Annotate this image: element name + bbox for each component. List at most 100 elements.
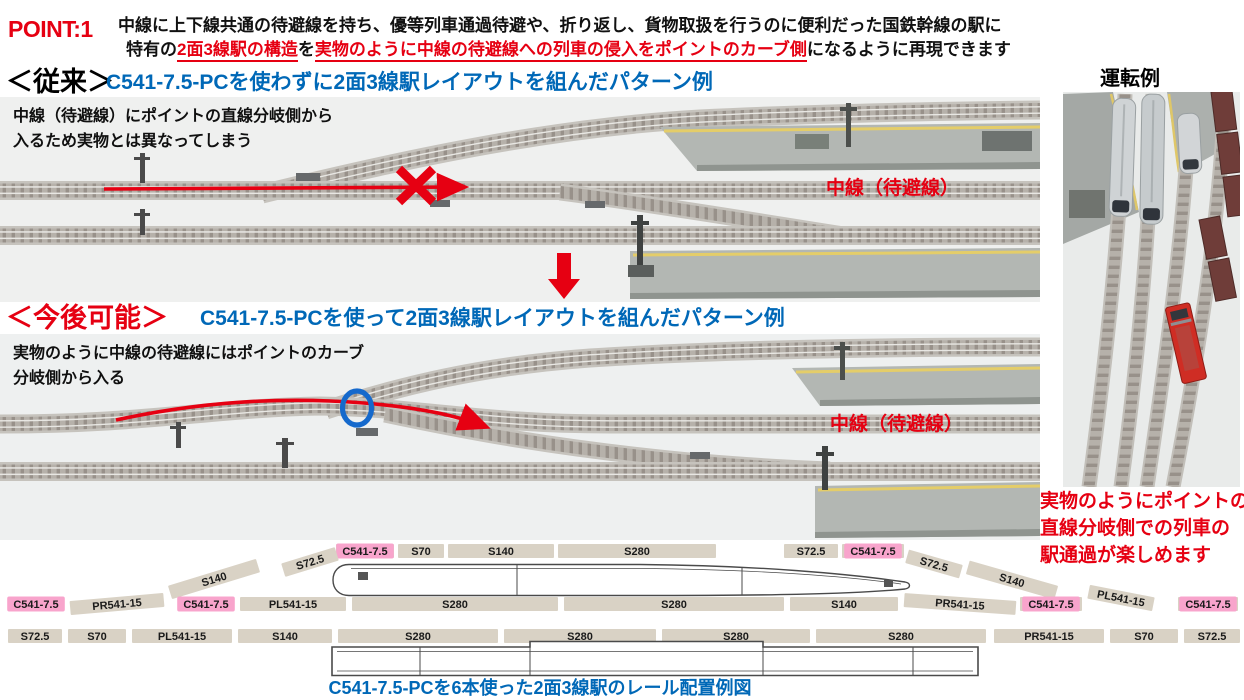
track-piece-c541-7.5: C541-7.5 (336, 543, 394, 559)
track-piece-pr541-15: PR541-15 (994, 629, 1104, 643)
photo-before-layout: 中線（待避線） (0, 97, 1040, 302)
track-piece-s280: S280 (816, 629, 986, 643)
side-panel-title: 運転例 (1100, 68, 1160, 90)
track-piece-label: S140 (831, 599, 857, 611)
track-piece-label: C541-7.5 (342, 546, 387, 558)
track-piece-c541-7.5: C541-7.5 (7, 596, 65, 612)
track-piece-label: S72.5 (797, 546, 826, 558)
track-piece-c541-7.5: C541-7.5 (177, 596, 235, 612)
diagram-caption: C541-7.5-PCを6本使った2面3線駅のレール配置例図 (328, 678, 752, 698)
track-piece-label: PR541-15 (92, 597, 142, 613)
header-line-2-post: になるように再現できます (806, 40, 1011, 59)
track-piece-label: C541-7.5 (850, 546, 895, 558)
track-piece-label: S140 (998, 572, 1026, 591)
section-before-heading: C541-7.5-PCを使わずに2面3線駅レイアウトを組んだパターン例 (106, 71, 713, 94)
highlight-box (7, 596, 65, 612)
catenary-mast (834, 342, 850, 380)
catenary-mast (170, 422, 294, 468)
platform-shelter (795, 134, 829, 149)
point-machine (356, 428, 378, 436)
section-before-tag: ＜従来＞ (6, 67, 114, 97)
track-piece-label: S280 (567, 631, 593, 643)
upper-platform (792, 342, 1040, 406)
track-piece-s140: S140 (966, 560, 1058, 600)
section-after-tag: ＜今後可能＞ (6, 303, 168, 333)
track-piece-c541-7.5: C541-7.5 (842, 543, 904, 559)
freight-cars (1210, 92, 1240, 218)
track-piece-s72.5: S72.5 (905, 549, 963, 579)
track-piece-s140: S140 (168, 559, 260, 599)
track-piece-label: S280 (723, 631, 749, 643)
catenary-mast (840, 103, 857, 147)
track-piece-s280: S280 (662, 629, 810, 643)
curved-route-arrow (115, 398, 491, 431)
track-piece-label: S72.5 (21, 631, 50, 643)
track-piece-pl541-15: PL541-15 (240, 597, 346, 611)
point-machine (690, 452, 710, 459)
side-caption: 実物のようにポイントの 直線分岐側での列車の 駅通過が楽しめます (1040, 488, 1244, 569)
catenary-mast (134, 153, 150, 235)
track-piece-label: C541-7.5 (1185, 599, 1230, 611)
header-line-2-pre: 特有の (126, 40, 177, 59)
track-piece-label: S70 (87, 631, 107, 643)
track-piece-s72.5: S72.5 (8, 629, 62, 643)
after-note-line-1: 実物のように中線の待避線にはポイントのカーブ (13, 345, 365, 362)
silver-train (1139, 93, 1166, 225)
track-piece-s280: S280 (338, 629, 498, 643)
before-note-line-2: 入るため実物とは異なってしまう (13, 133, 253, 150)
highlight-box (1179, 596, 1237, 612)
side-platform-outline (331, 640, 979, 677)
header-highlight-2: 実物のように中線の待避線への列車の侵入をポイントのカーブ側 (314, 40, 807, 62)
track-piece-label: C541-7.5 (183, 599, 228, 611)
lower-main-track (0, 226, 1040, 245)
freight-cars (1198, 215, 1238, 302)
track-piece-c541-7.5: C541-7.5 (1020, 596, 1082, 612)
track-piece-label: S140 (488, 546, 514, 558)
platform-building (982, 131, 1032, 151)
highlight-box (1022, 596, 1080, 612)
track-piece-label: S72.5 (295, 553, 326, 573)
track-piece-label: S72.5 (1198, 631, 1227, 643)
track-piece-label: S280 (442, 599, 468, 611)
track-piece-label: PR541-15 (935, 597, 985, 612)
track-piece-label: C541-7.5 (13, 599, 58, 611)
lower-platform (628, 215, 1040, 299)
track-piece-s140: S140 (238, 629, 332, 643)
operation-example-photo (1063, 92, 1240, 487)
track-piece-s70: S70 (1110, 629, 1178, 643)
track-piece-c541-7.5: C541-7.5 (1178, 596, 1238, 612)
side-caption-line-3: 駅通過が楽しめます (1040, 545, 1212, 566)
straight-route-arrow (103, 172, 470, 202)
upper-platform-track (259, 100, 1040, 204)
track-piece-s280: S280 (352, 597, 558, 611)
island-platform-outline (332, 563, 911, 597)
point-machine (296, 173, 320, 181)
point-machine (585, 201, 605, 208)
curve-entry-circle (339, 388, 375, 428)
catenary-mast (816, 446, 834, 490)
silver-train (1176, 112, 1203, 175)
track-piece-label: S280 (661, 599, 687, 611)
track-piece-label: S72.5 (918, 555, 949, 574)
track-piece-s70: S70 (398, 544, 444, 558)
track-piece-s72.5: S72.5 (281, 547, 339, 577)
highlight-box (844, 543, 902, 559)
center-line-label: 中線（待避線） (826, 176, 959, 199)
track-piece-s280: S280 (558, 544, 716, 558)
track-piece-label: S280 (405, 631, 431, 643)
track-piece-pl541-15: PL541-15 (1087, 585, 1155, 611)
catenary-mast (628, 215, 654, 277)
header-line-2-mid: を (297, 40, 315, 59)
center-line-label: 中線（待避線） (830, 412, 963, 435)
track-piece-label: C541-7.5 (1028, 599, 1073, 611)
upper-platform (660, 103, 1040, 171)
section-after-heading: C541-7.5-PCを使って2面3線駅レイアウトを組んだパターン例 (200, 307, 785, 330)
track-piece-label: PR541-15 (1024, 631, 1074, 643)
track-piece-s70: S70 (68, 629, 126, 643)
photo-after-layout: 中線（待避線） (0, 334, 1040, 540)
header-line-1: 中線に上下線共通の待避線を持ち、優等列車通過待避や、折り返し、貨物取扱を行うのに… (118, 16, 1002, 35)
cross-mark-icon (395, 165, 437, 206)
before-note-line-1: 中線（待避線）にポイントの直線分岐側から (13, 108, 334, 125)
